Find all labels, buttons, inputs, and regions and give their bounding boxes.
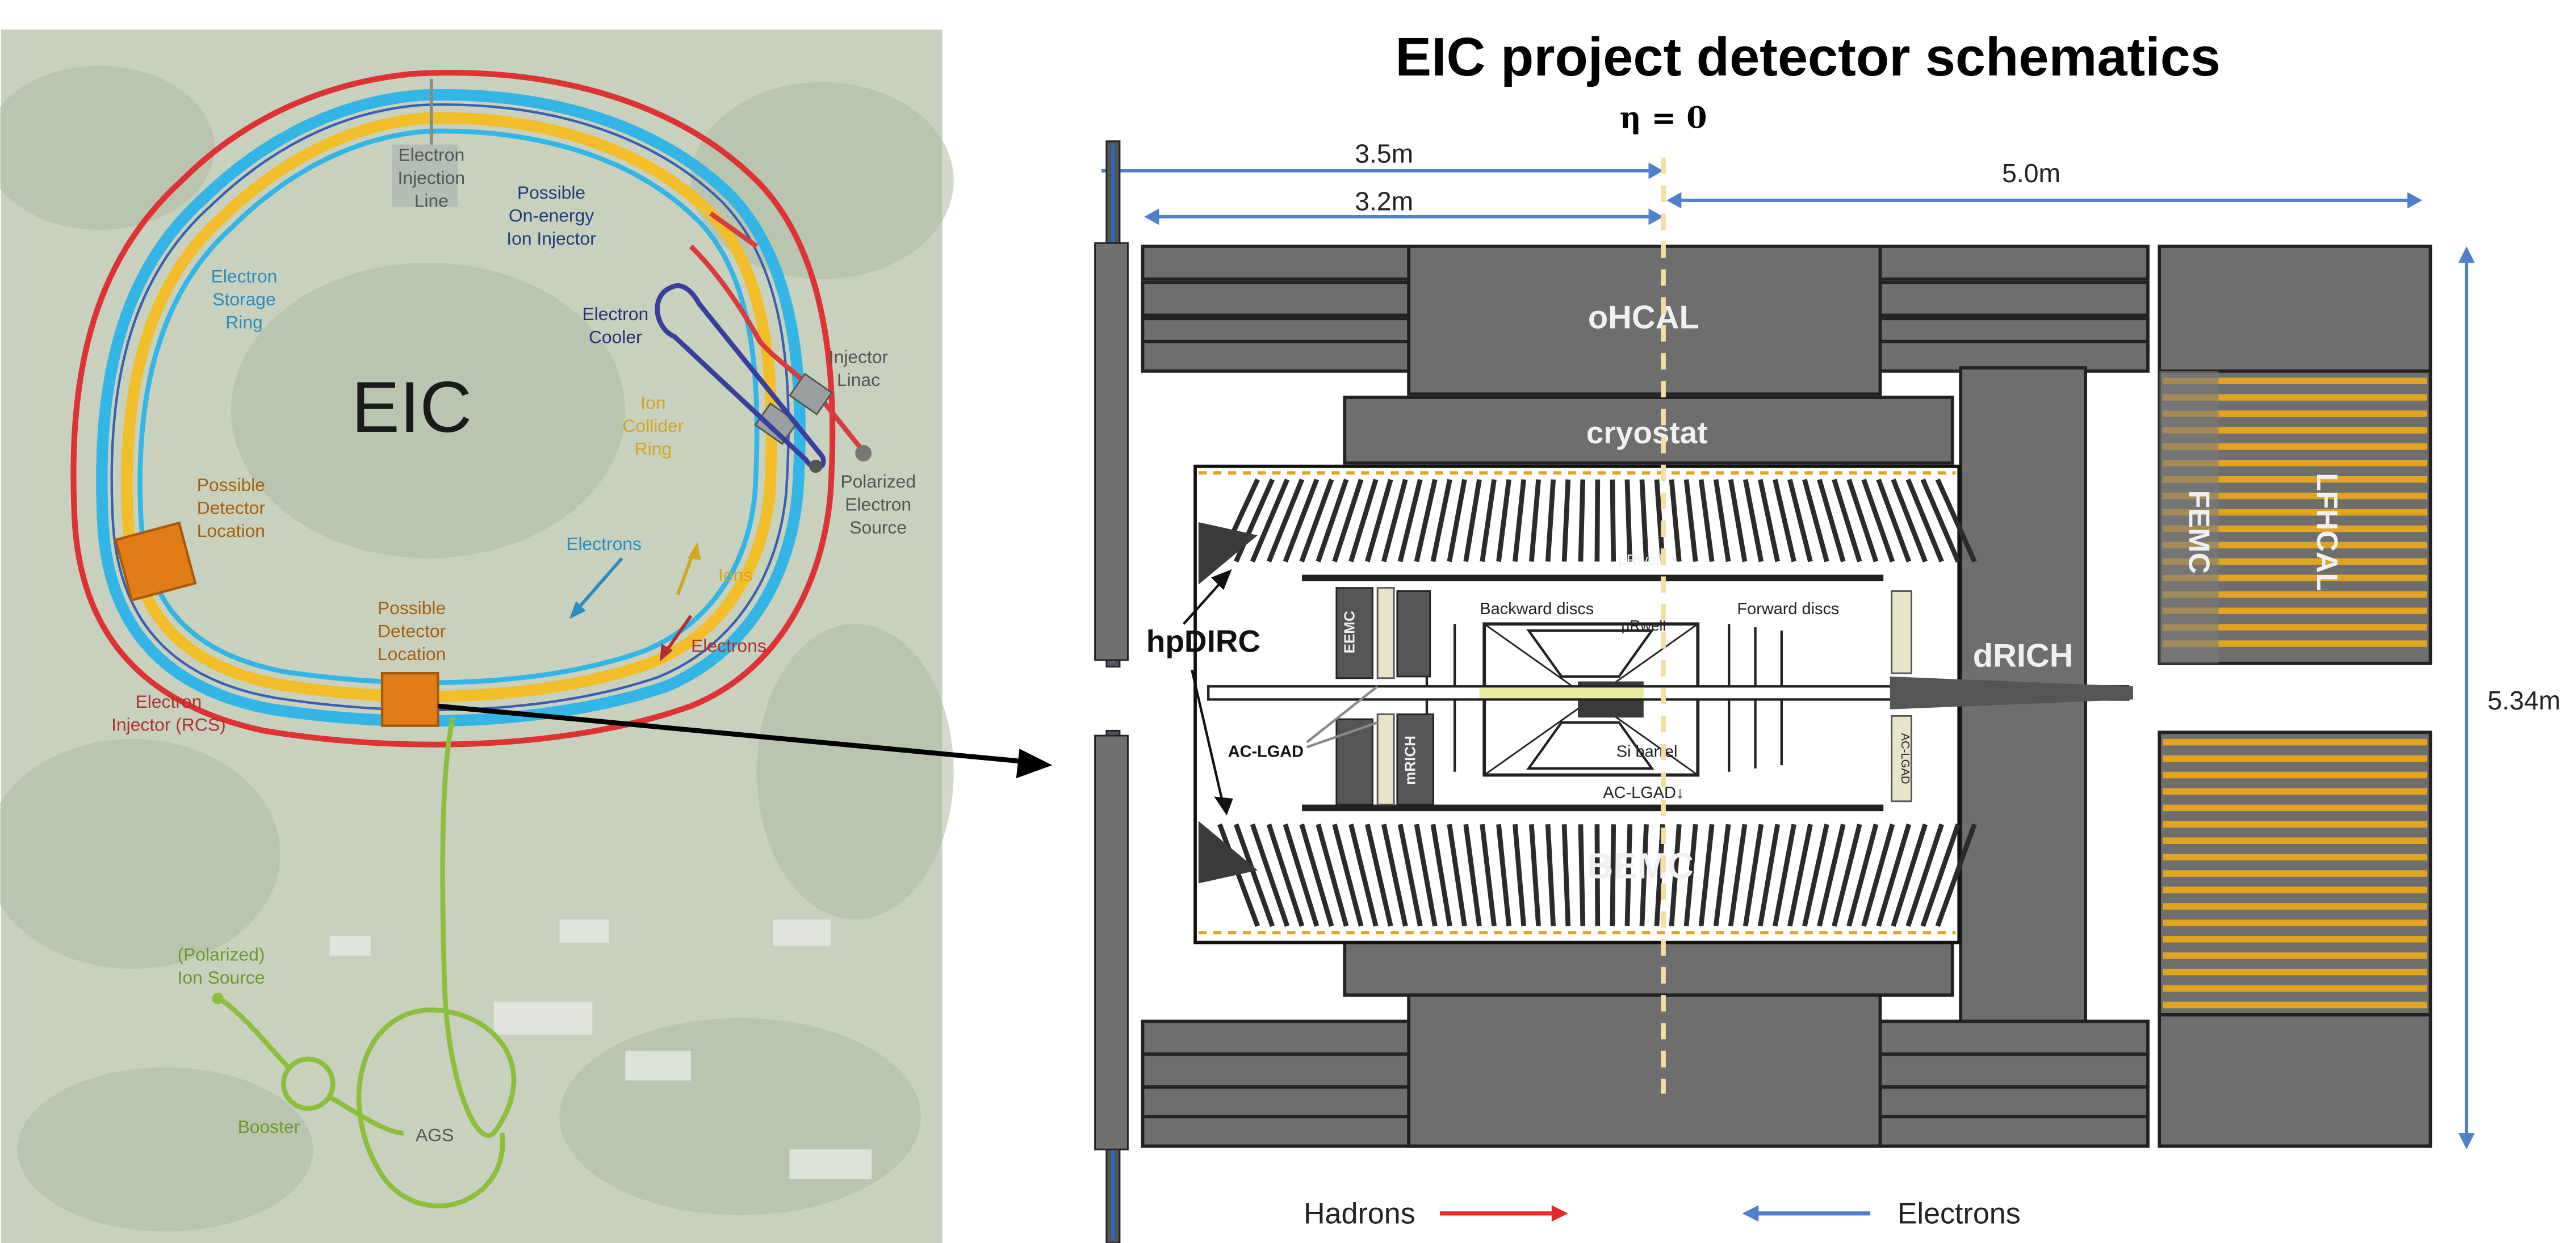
label-electron-injection-line-2: Injection — [398, 167, 466, 188]
label-polarized-electron-source-3: Source — [849, 517, 907, 537]
label-detector-bottom-1: Possible — [378, 598, 446, 618]
ac-lgad-pointers — [1306, 685, 1379, 749]
label-polarized-ion-source-2: Ion Source — [178, 967, 265, 988]
inner-barrel — [1193, 464, 2133, 944]
uwell-top-label: μRwell — [1618, 551, 1663, 568]
eta-zero-label: η = 0 — [1620, 101, 1707, 136]
figure-title: EIC project detector schematics — [1395, 27, 2221, 87]
label-injector-linac-1: Injector — [829, 346, 889, 367]
label-on-energy-ion-injector-3: Ion Injector — [506, 228, 596, 249]
label-electron-injector-rcs-2: Injector (RCS) — [111, 714, 226, 734]
label-ion-collider-ring-3: Ring — [635, 438, 672, 459]
dimension-5-0m-label: 5.0m — [2002, 158, 2060, 188]
mrich-block — [1396, 713, 1434, 806]
rcs-ring — [70, 70, 836, 748]
detector-location-left — [114, 521, 197, 602]
label-detector-bottom-3: Location — [378, 644, 446, 664]
forward-calorimeter-bottom — [2158, 730, 2432, 1148]
legend-hadrons-label: Hadrons — [1304, 1197, 1415, 1230]
label-on-energy-ion-injector-1: Possible — [517, 182, 585, 203]
si-barrel-label: Si barrel — [1616, 743, 1678, 761]
label-electron-injector-rcs-1: Electron — [136, 691, 202, 712]
ion-ring-inner-line — [137, 128, 760, 686]
left-endcap-top — [1094, 242, 1129, 661]
dimension-5-0m — [1666, 192, 2423, 209]
label-electron-storage-ring-2: Storage — [212, 289, 275, 309]
lfhcal-label: LFHCAL — [2310, 473, 2343, 591]
ac-lgad-bottom-label: AC-LGAD↓ — [1603, 784, 1684, 802]
mrich-label: mRICH — [1402, 736, 1419, 785]
pointer-arrow — [437, 703, 1053, 779]
ohcal-bottom — [1141, 993, 2150, 1148]
booster-ring — [281, 1056, 336, 1111]
label-injector-linac-2: Linac — [837, 369, 880, 390]
drich-label: dRICH — [1973, 638, 2074, 674]
ion-collider-ring — [121, 112, 778, 703]
label-polarized-electron-source-2: Electron — [845, 494, 911, 515]
eic-map-label: EIC — [351, 367, 472, 447]
ions-direction-arrow — [676, 541, 701, 595]
label-electron-injection-line-3: Line — [414, 191, 449, 211]
dimension-3-2m-label: 3.2m — [1355, 186, 1413, 216]
ac-lgad-vertical-label: AC-LGAD — [1899, 733, 1911, 784]
label-booster: Booster — [238, 1116, 300, 1137]
hpdirc-label: hpDIRC — [1146, 624, 1260, 659]
ac-lgad-forward-block — [1891, 715, 1912, 803]
label-polarized-electron-source-1: Polarized — [840, 471, 916, 492]
cryostat-top — [1343, 396, 1954, 465]
eemc-block — [1335, 587, 1373, 679]
label-electron-storage-ring-3: Ring — [225, 312, 262, 333]
eic-site-map: EIC Electron Injection Line Possible On-… — [0, 30, 954, 1243]
bemc-label: BEMC — [1587, 846, 1693, 887]
detector-location-bottom — [380, 671, 439, 727]
label-detector-left-2: Detector — [197, 498, 266, 518]
dimension-3-5m-label: 3.5m — [1355, 138, 1413, 168]
ohcal-label: oHCAL — [1588, 300, 1699, 336]
legend: Hadrons Electrons — [1304, 1197, 2021, 1230]
femc-label: FEMC — [2182, 490, 2215, 574]
electrons-right-direction-arrow — [659, 615, 693, 662]
label-ion-collider-ring-2: Collider — [622, 415, 684, 436]
label-on-energy-ion-injector-2: On-energy — [509, 205, 594, 226]
dimension-5-34m — [2458, 246, 2475, 1150]
dimension-3-5m — [1101, 162, 1664, 179]
cryostat-label: cryostat — [1586, 415, 1708, 450]
hadrons-arrow — [1440, 1205, 1568, 1222]
linac-coil-2 — [754, 402, 799, 445]
label-electron-storage-ring-1: Electron — [211, 266, 278, 287]
label-electron-cooler-1: Electron — [582, 304, 648, 324]
label-detector-bottom-2: Detector — [378, 620, 446, 641]
legend-electrons-label: Electrons — [1898, 1197, 2021, 1230]
ac-lgad-left-label: AC-LGAD — [1228, 743, 1304, 761]
label-electrons-ring: Electrons — [566, 534, 642, 554]
label-detector-left-3: Location — [197, 520, 265, 541]
forward-discs-label: Forward discs — [1737, 600, 1839, 618]
label-ions: Ions — [718, 565, 752, 585]
left-endcap-bottom — [1094, 734, 1129, 1150]
electrons-arrow — [1742, 1205, 1871, 1222]
linac-coil-1 — [789, 372, 833, 415]
label-electron-injection-line-1: Electron — [398, 145, 464, 165]
electrons-direction-arrow — [569, 557, 623, 619]
label-electron-cooler-2: Cooler — [589, 327, 642, 347]
hpdirc-pointers — [1183, 569, 1233, 816]
label-electrons-right: Electrons — [691, 636, 766, 656]
ion-injector-line — [356, 717, 517, 1208]
electron-storage-ring — [96, 89, 806, 727]
label-ion-collider-ring-1: Ion — [640, 392, 665, 413]
label-detector-left-1: Possible — [197, 474, 265, 495]
eemc-label: EEMC — [1341, 611, 1358, 653]
forward-calorimeter-top — [2158, 245, 2432, 665]
dimension-5-34m-label: 5.34m — [2487, 686, 2561, 715]
label-ags: AGS — [416, 1125, 454, 1145]
label-polarized-ion-source-1: (Polarized) — [178, 944, 265, 964]
backward-discs-label: Backward discs — [1480, 600, 1594, 618]
dimension-3-2m — [1144, 208, 1664, 225]
polarized-electron-source-dot — [855, 445, 872, 461]
uwell-inner-label: μRwell — [1622, 617, 1666, 634]
